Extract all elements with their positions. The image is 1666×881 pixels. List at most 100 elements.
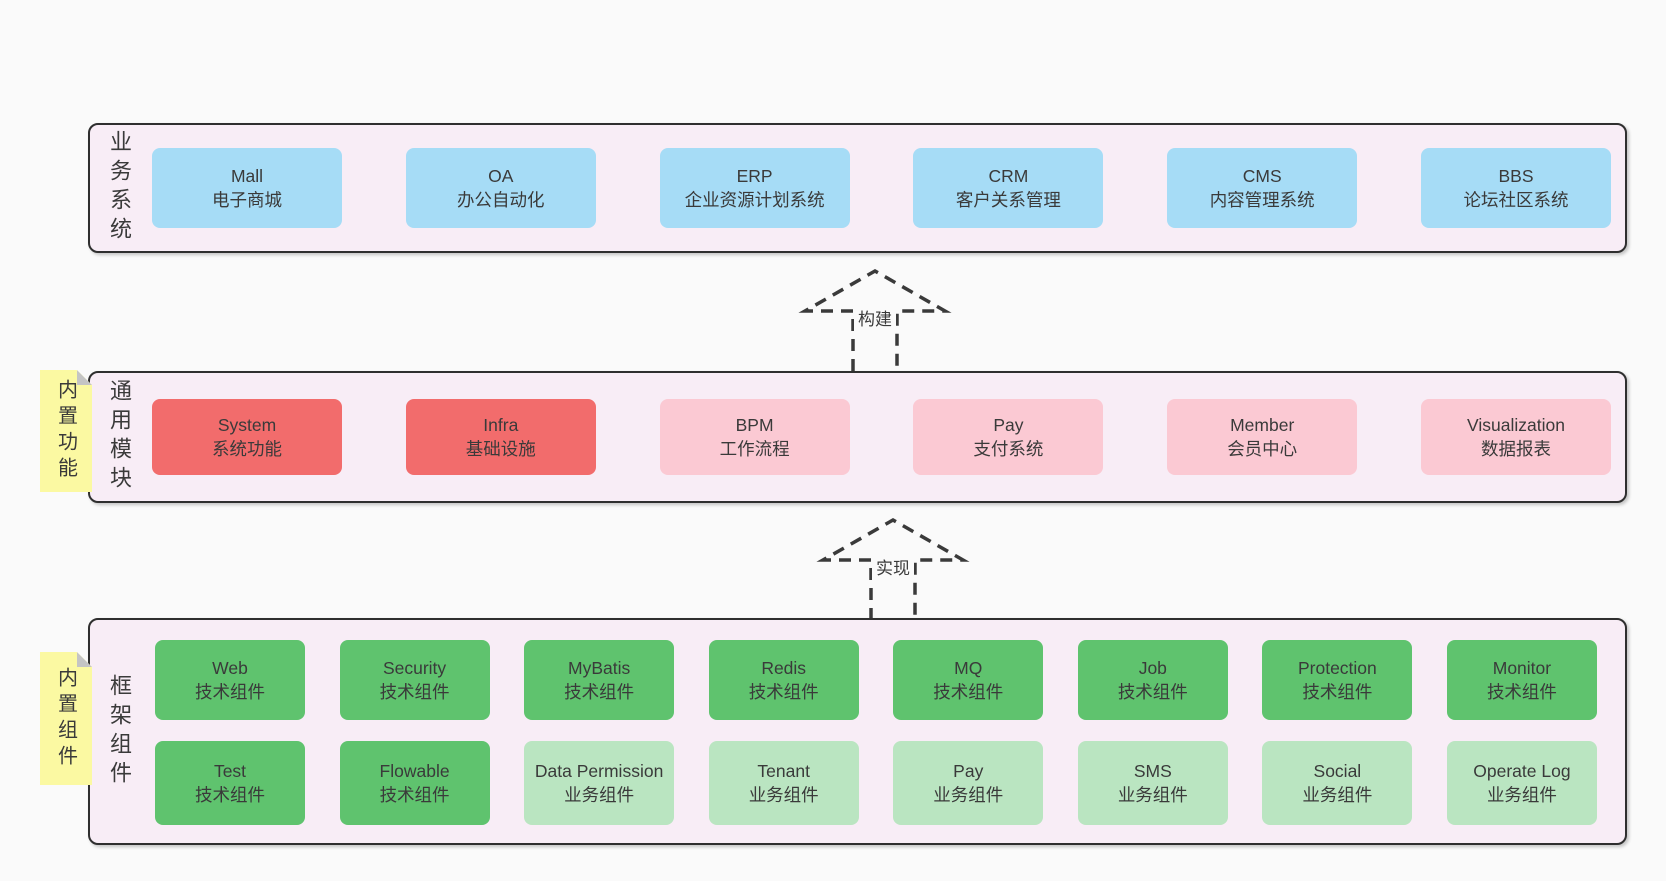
box-title: CMS	[1242, 166, 1282, 186]
box-title: MyBatis	[568, 658, 631, 678]
box-subtitle: 业务组件	[1486, 785, 1557, 805]
box-title: Pay	[993, 415, 1024, 435]
box-title: Tenant	[757, 761, 810, 781]
box-system: System 系统功能	[152, 399, 342, 475]
box-subtitle: 技术组件	[379, 682, 450, 702]
box-subtitle: 内容管理系统	[1209, 190, 1315, 210]
box-title: Security	[382, 658, 447, 678]
box-title: OA	[488, 166, 514, 186]
box-pay: Pay 支付系统	[913, 399, 1104, 475]
box-subtitle: 技术组件	[379, 785, 450, 805]
components-rows: Web 技术组件 Security 技术组件 MyBatis 技术组件 Redi…	[155, 640, 1597, 825]
box-test: Test 技术组件	[155, 741, 305, 825]
box-subtitle: 技术组件	[1302, 682, 1373, 702]
box-protection: Protection 技术组件	[1262, 640, 1413, 720]
box-subtitle: 支付系统	[973, 439, 1044, 459]
box-subtitle: 数据报表	[1480, 439, 1551, 459]
box-pay-biz: Pay 业务组件	[893, 741, 1044, 825]
box-infra: Infra 基础设施	[405, 399, 596, 475]
box-subtitle: 办公自动化	[457, 190, 545, 210]
panel-modules-label: 通用模块	[107, 379, 132, 495]
box-flowable: Flowable 技术组件	[339, 741, 490, 825]
box-cms: CMS 内容管理系统	[1167, 148, 1358, 228]
box-subtitle: 技术组件	[195, 682, 265, 702]
modules-box-row: System 系统功能 Infra 基础设施 BPM 工作流程 Pay 支付系统…	[152, 373, 1611, 501]
panel-framework-components: 框架组件 Web 技术组件 Security 技术组件 MyBatis 技术组件…	[88, 618, 1627, 845]
box-oa: OA 办公自动化	[405, 148, 596, 228]
components-row-2: Test 技术组件 Flowable 技术组件 Data Permission …	[155, 741, 1597, 825]
box-data-permission: Data Permission 业务组件	[524, 741, 675, 825]
box-subtitle: 系统功能	[212, 439, 282, 459]
sticky-built-in-features-label: 内置功能	[54, 379, 77, 483]
box-title: Social	[1313, 761, 1362, 781]
box-erp: ERP 企业资源计划系统	[659, 148, 850, 228]
box-mall: Mall 电子商城	[152, 148, 342, 228]
panel-business-label: 业务系统	[107, 130, 132, 246]
box-subtitle: 业务组件	[933, 785, 1004, 805]
box-title: Test	[213, 761, 247, 781]
box-subtitle: 企业资源计划系统	[684, 190, 825, 210]
box-monitor: Monitor 技术组件	[1446, 640, 1597, 720]
dashed-up-arrow-icon	[798, 268, 952, 371]
box-social: Social 业务组件	[1262, 741, 1413, 825]
arrow-implement-label: 实现	[872, 553, 914, 580]
box-title: Infra	[483, 415, 519, 435]
box-job: Job 技术组件	[1077, 640, 1228, 720]
box-title: Mall	[230, 166, 264, 186]
box-subtitle: 技术组件	[564, 682, 635, 702]
business-box-row: Mall 电子商城 OA 办公自动化 ERP 企业资源计划系统 CRM 客户关系…	[152, 125, 1611, 251]
box-web: Web 技术组件	[155, 640, 305, 720]
box-title: Web	[212, 658, 248, 678]
box-tenant: Tenant 业务组件	[708, 741, 859, 825]
box-title: Member	[1230, 415, 1295, 435]
box-visualization: Visualization 数据报表	[1420, 399, 1611, 475]
arrow-up-implement-icon: 实现	[813, 512, 973, 620]
sticky-built-in-components: 内置组件	[40, 652, 92, 785]
box-title: Monitor	[1492, 658, 1552, 678]
box-mq: MQ 技术组件	[893, 640, 1044, 720]
box-title: CRM	[988, 166, 1029, 186]
box-subtitle: 技术组件	[748, 682, 819, 702]
panel-components-label: 框架组件	[107, 673, 132, 790]
box-title: Redis	[761, 658, 807, 678]
components-row-1: Web 技术组件 Security 技术组件 MyBatis 技术组件 Redi…	[155, 640, 1597, 720]
box-subtitle: 论坛社区系统	[1463, 190, 1569, 210]
box-bpm: BPM 工作流程	[659, 399, 850, 475]
box-title: SMS	[1133, 761, 1172, 781]
sticky-built-in-features: 内置功能	[40, 370, 92, 492]
box-subtitle: 基础设施	[465, 439, 536, 459]
box-title: Pay	[953, 761, 984, 781]
box-security: Security 技术组件	[339, 640, 490, 720]
sticky-built-in-components-label: 内置组件	[54, 666, 77, 771]
box-sms: SMS 业务组件	[1077, 741, 1228, 825]
box-member: Member 会员中心	[1167, 399, 1358, 475]
box-operate-log: Operate Log 业务组件	[1446, 741, 1597, 825]
box-subtitle: 技术组件	[1117, 682, 1188, 702]
box-crm: CRM 客户关系管理	[913, 148, 1104, 228]
box-title: Job	[1138, 658, 1167, 678]
box-subtitle: 技术组件	[195, 785, 265, 805]
box-title: Visualization	[1467, 415, 1565, 435]
box-redis: Redis 技术组件	[708, 640, 859, 720]
box-mybatis: MyBatis 技术组件	[524, 640, 675, 720]
box-title: BBS	[1498, 166, 1534, 186]
box-subtitle: 业务组件	[748, 785, 819, 805]
box-subtitle: 客户关系管理	[955, 190, 1061, 210]
box-title: Flowable	[379, 761, 450, 781]
box-title: Protection	[1297, 658, 1377, 678]
box-subtitle: 技术组件	[1486, 682, 1557, 702]
dashed-up-arrow-icon	[816, 517, 970, 620]
panel-common-modules: 通用模块 System 系统功能 Infra 基础设施 BPM 工作流程 Pay…	[88, 371, 1627, 503]
box-subtitle: 会员中心	[1227, 439, 1298, 459]
box-title: Data Permission	[534, 761, 664, 781]
box-title: BPM	[735, 415, 774, 435]
box-subtitle: 业务组件	[564, 785, 635, 805]
box-title: System	[217, 415, 277, 435]
panel-business-systems: 业务系统 Mall 电子商城 OA 办公自动化 ERP 企业资源计划系统 CRM…	[88, 123, 1627, 253]
box-title: Operate Log	[1473, 761, 1571, 781]
box-title: MQ	[954, 658, 983, 678]
box-subtitle: 电子商城	[212, 190, 282, 210]
box-subtitle: 技术组件	[933, 682, 1004, 702]
box-title: ERP	[736, 166, 773, 186]
